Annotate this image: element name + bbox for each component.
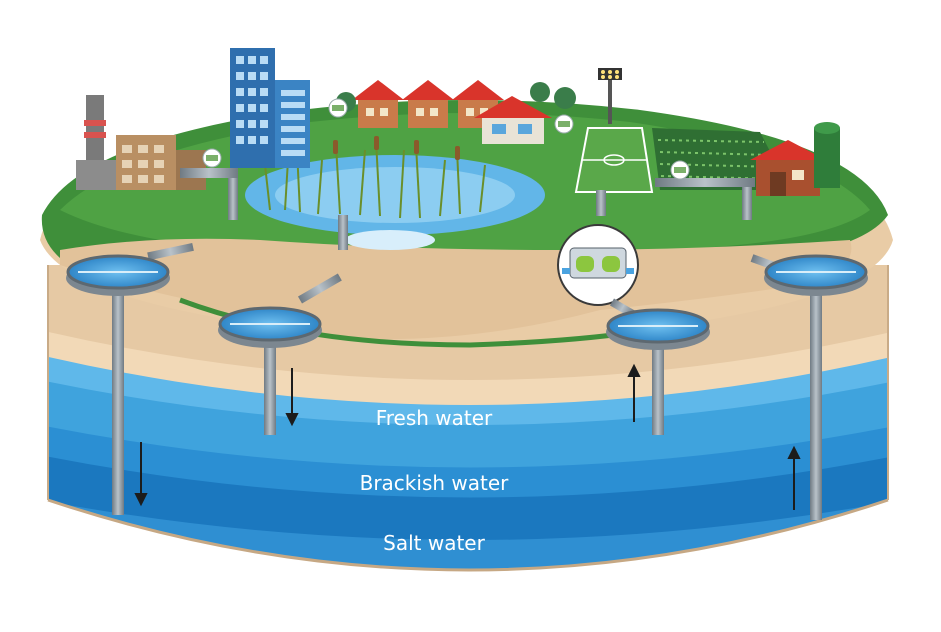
treatment-unit-icon	[557, 224, 639, 306]
pump-station-icon	[202, 98, 690, 180]
office-tower-icon	[230, 48, 310, 168]
silo-icon	[814, 122, 840, 188]
well-pipes	[112, 242, 822, 520]
arrow-up-right-outer	[787, 445, 801, 510]
well-head-left-inner	[218, 306, 322, 348]
arrow-down-left-outer	[134, 442, 148, 507]
well-head-icon	[66, 254, 868, 350]
well-head-right-inner	[606, 308, 710, 350]
surface-pipes	[180, 168, 755, 250]
cylinder-body	[48, 265, 888, 570]
brackish-water-label: Brackish water	[360, 471, 510, 495]
salt-water-layer	[48, 500, 888, 570]
salt-water-label: Salt water	[383, 531, 485, 555]
well-head-right-outer	[764, 254, 868, 296]
well-head-left-outer	[66, 254, 170, 296]
sports-field-icon	[574, 68, 654, 193]
arrow-down-left-inner	[285, 368, 299, 427]
wetland-pond-icon	[245, 136, 545, 250]
farm-barn-icon	[750, 140, 826, 196]
factory-icon	[76, 95, 206, 190]
arrow-up-right-inner	[627, 363, 641, 422]
flow-arrows	[134, 363, 801, 510]
houses-icon	[336, 80, 576, 144]
fresh-water-label: Fresh water	[376, 406, 493, 430]
cylinder-bottom-edge	[47, 498, 889, 572]
